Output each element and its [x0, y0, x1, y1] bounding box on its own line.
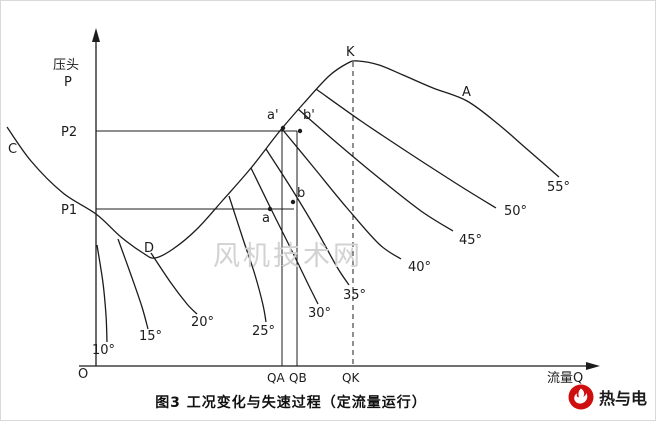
- fan-curve-55deg: [6, 60, 560, 259]
- point-b': [297, 128, 303, 134]
- flame-logo-icon: [568, 384, 594, 410]
- x-axis-arrow: [586, 362, 600, 370]
- point-label-a': a': [267, 108, 279, 123]
- fan-curve-10deg: [96, 244, 108, 343]
- fan-curve-35deg: [265, 148, 350, 286]
- fan-curve-25deg-label: 25°: [252, 324, 275, 339]
- brand-logo-text: 热与电: [598, 389, 647, 408]
- point-label-C: C: [8, 142, 17, 157]
- guide-label-QA: QA: [267, 371, 285, 385]
- fan-curve-45deg: [297, 108, 454, 232]
- guide-label-P1: P1: [61, 203, 77, 218]
- fan-curve-25deg: [228, 195, 267, 323]
- fan-curve-55deg-label: 55°: [547, 180, 570, 195]
- origin-label: O: [78, 367, 88, 382]
- y-axis-label: P: [64, 75, 72, 90]
- point-label-b': b': [303, 108, 315, 123]
- point-label-b: b: [297, 186, 305, 201]
- point-label-K: K: [346, 45, 355, 60]
- fan-curve-15deg-label: 15°: [139, 329, 162, 344]
- point-label-a: a: [262, 211, 270, 226]
- brand-logo: 热与电: [568, 384, 647, 410]
- logo-flame-shape: [574, 388, 588, 404]
- figure-caption: 图3 工况变化与失速过程（定流量运行）: [155, 395, 427, 411]
- fan-curve-10deg-label: 10°: [92, 343, 115, 358]
- point-a': [280, 125, 286, 131]
- fan-curve-45deg-label: 45°: [459, 233, 482, 248]
- fan-curve-50deg-label: 50°: [504, 204, 527, 219]
- point-b: [290, 199, 296, 205]
- guide-label-QK: QK: [342, 371, 360, 385]
- fan-curve-50deg: [315, 88, 497, 209]
- fan-curve-15deg: [117, 238, 149, 330]
- fan-curve-30deg: [250, 167, 319, 305]
- fan-curve-30deg-label: 30°: [308, 306, 331, 321]
- point-label-A: A: [462, 85, 471, 100]
- fan-curve-20deg-label: 20°: [191, 315, 214, 330]
- point-a: [267, 206, 273, 212]
- fan-curve-20deg: [150, 252, 198, 315]
- point-label-D: D: [144, 241, 154, 256]
- fan-curve-40deg-label: 40°: [408, 260, 431, 275]
- guide-label-QB: QB: [289, 371, 307, 385]
- y-axis-arrow: [92, 28, 100, 42]
- fan-curve-40deg: [281, 128, 402, 260]
- guide-label-P2: P2: [61, 125, 77, 140]
- fan-curve-35deg-label: 35°: [343, 288, 366, 303]
- x-axis-label: 流量Q: [547, 371, 583, 386]
- y-axis-label: 压头: [53, 58, 79, 73]
